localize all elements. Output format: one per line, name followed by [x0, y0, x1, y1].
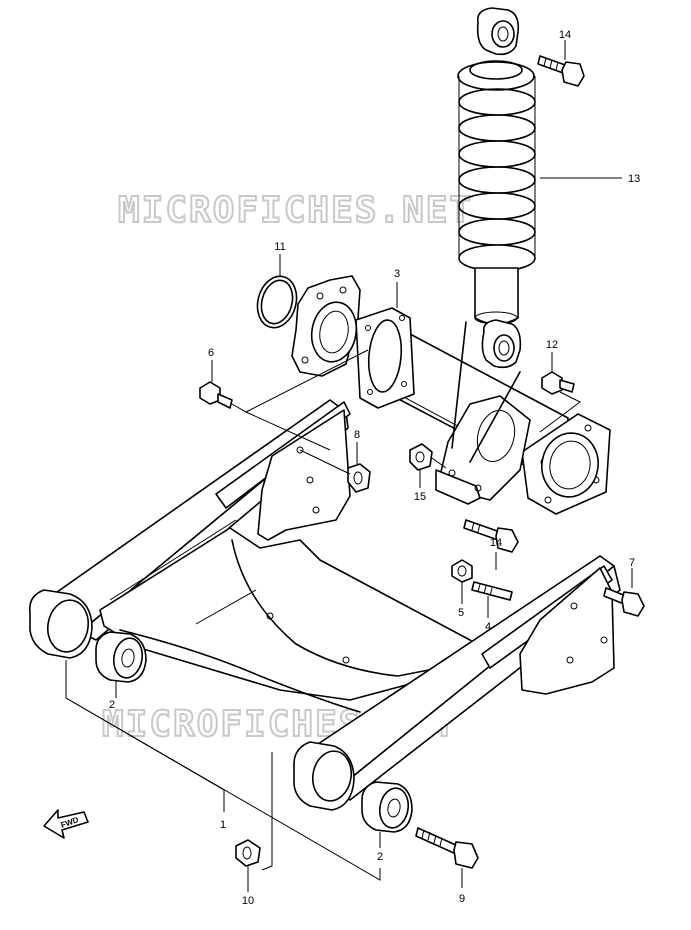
- bolt-12: [541, 371, 575, 395]
- nut-15: [409, 443, 433, 471]
- stud-4: [471, 581, 513, 601]
- part-number-14-lower: 14: [490, 537, 502, 549]
- fwd-arrow-icon: FWD: [43, 809, 89, 839]
- part-number-10: 10: [242, 895, 254, 907]
- part-number-1: 1: [220, 819, 226, 831]
- part-number-12: 12: [546, 339, 558, 351]
- part-number-6: 6: [208, 347, 214, 359]
- watermark-top: MICROFICHES.NET: [118, 190, 473, 231]
- part-number-5: 5: [458, 607, 464, 619]
- part-number-9: 9: [459, 893, 465, 905]
- swing-arm: [28, 399, 621, 811]
- bushing-right: [361, 781, 413, 833]
- part-number-2-left: 2: [109, 699, 115, 711]
- leader-lines: [65, 40, 633, 892]
- bolt-14-lower: [463, 519, 519, 553]
- part-number-4: 4: [485, 621, 491, 633]
- part-number-8: 8: [354, 429, 360, 441]
- o-ring: [256, 275, 298, 329]
- part-number-13: 13: [628, 173, 640, 185]
- bolt-7: [603, 587, 645, 617]
- part-number-2-right: 2: [377, 851, 383, 863]
- shock-absorber: [457, 7, 536, 369]
- part-number-14-top: 14: [559, 29, 571, 41]
- part-number-3: 3: [394, 268, 400, 280]
- nut-10: [235, 839, 261, 867]
- part-number-7: 7: [629, 557, 635, 569]
- bolt-6: [199, 381, 233, 409]
- axle-housing: [291, 275, 611, 515]
- nut-8: [347, 463, 371, 493]
- part-number-15: 15: [414, 491, 426, 503]
- bolt-14-top: [537, 55, 585, 87]
- bolt-9: [415, 827, 479, 869]
- part-number-11: 11: [274, 241, 285, 253]
- bushing-left: [95, 631, 147, 683]
- nut-5: [451, 559, 473, 583]
